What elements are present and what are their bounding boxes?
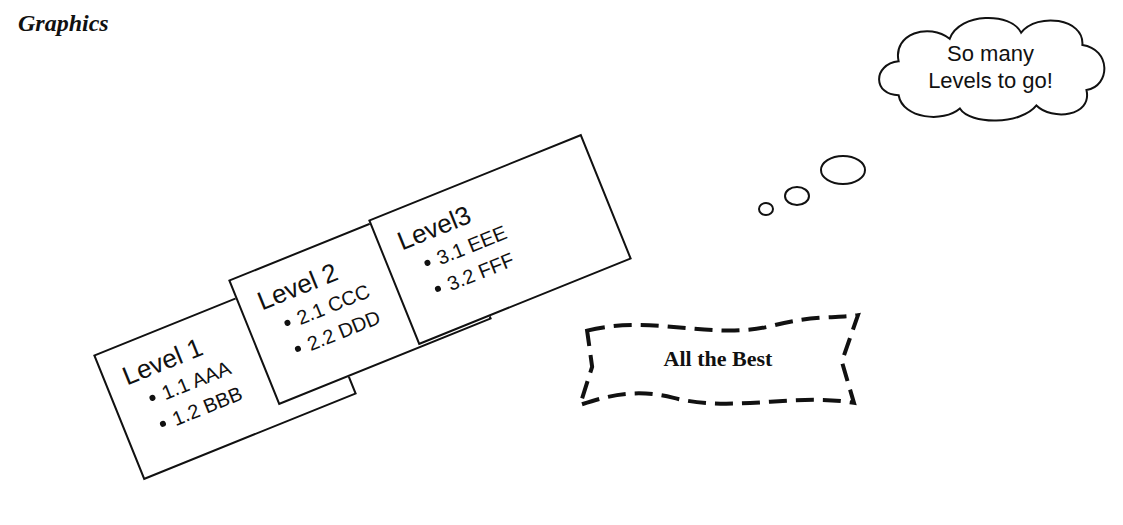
banner-flag: All the Best [572, 310, 864, 408]
bullet-dot [434, 285, 442, 293]
cloud-text: So many Levels to go! [916, 40, 1066, 94]
page-heading: Graphics [18, 10, 109, 37]
bullet-dot [283, 319, 291, 327]
cloud-path [879, 18, 1104, 121]
bullet-dot [294, 345, 302, 353]
thought-bubble [785, 187, 809, 205]
thought-bubble [759, 203, 773, 215]
thought-cloud: So many Levels to go! [868, 8, 1113, 126]
banner-path [580, 315, 858, 405]
bullet-dot [148, 394, 156, 402]
bullet-dot [423, 259, 431, 267]
bullet-dot [159, 420, 167, 428]
banner-text: All the Best [664, 346, 773, 372]
level-card: Level33.1 EEE3.2 FFF [368, 134, 632, 345]
cloud-outline [868, 8, 1113, 126]
thought-bubble [821, 156, 865, 184]
